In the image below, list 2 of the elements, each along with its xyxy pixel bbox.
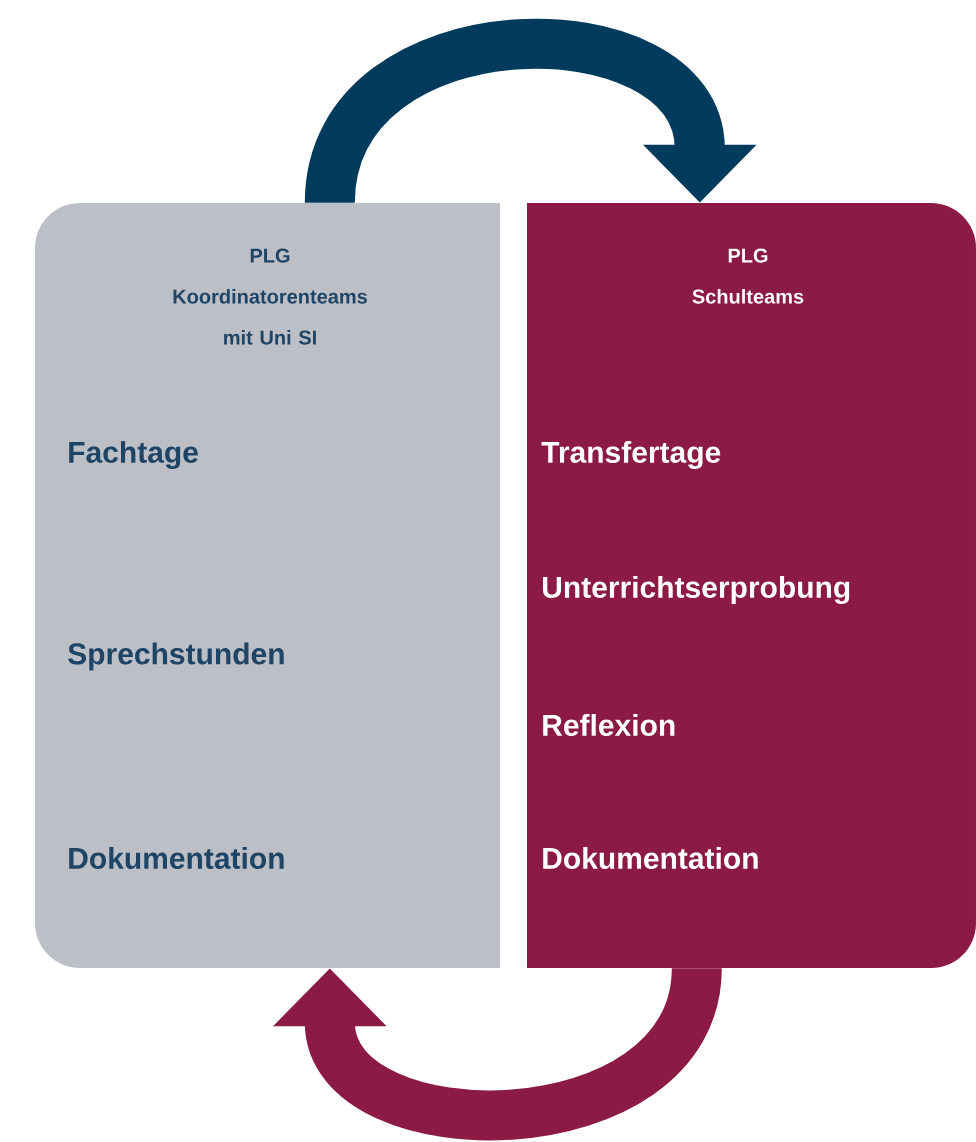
panel: PLG Schulteams Transfertage Unterrichtserprobung Reflexion Dokumentation: [527, 203, 976, 968]
panel: PLG Koordinatorenteams mit Uni SI Fachtage Sprechstunden Dokumentation: [35, 203, 500, 968]
